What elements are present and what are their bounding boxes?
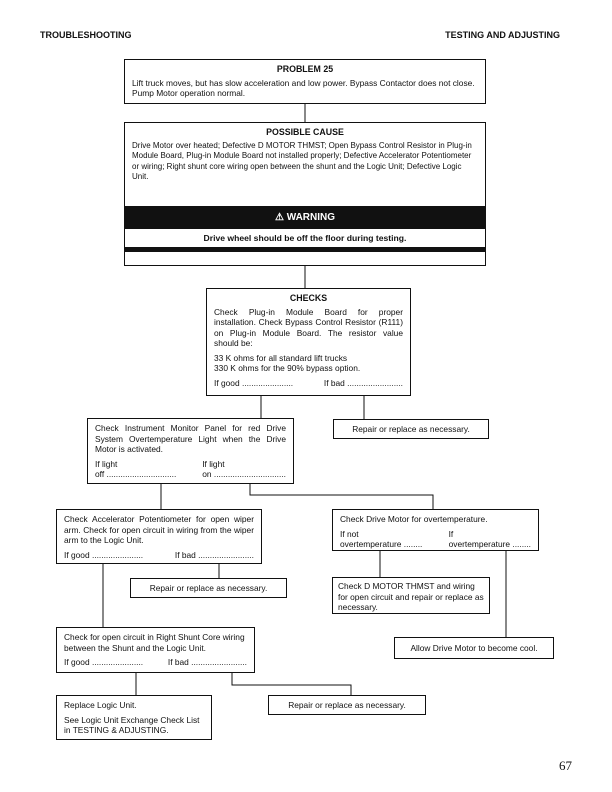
- warning-banner: ⚠ WARNING: [125, 206, 485, 229]
- accel-if-bad: If bad ........................: [174, 549, 254, 560]
- problem-title: PROBLEM 25: [276, 64, 334, 74]
- if-light-off-1: If light: [95, 458, 118, 469]
- warning-label: WARNING: [286, 212, 336, 223]
- problem-text: Lift truck moves, but has slow accelerat…: [132, 77, 475, 99]
- header-right: TESTING AND ADJUSTING: [445, 30, 560, 40]
- replace-line-1: Replace Logic Unit.: [64, 700, 137, 710]
- warning-text: Drive wheel should be off the floor duri…: [203, 233, 407, 243]
- instrument-panel-box: Check Instrument Monitor Panel for red D…: [87, 418, 294, 484]
- if-light-off-2: off ..............................: [95, 469, 177, 479]
- if-not-over-2: overtemperature ........: [340, 539, 423, 549]
- if-light-on-2: on ...............................: [202, 469, 286, 479]
- checks-if-good: If good ......................: [214, 377, 294, 388]
- drive-motor-text: Check Drive Motor for overtemperature.: [340, 514, 488, 524]
- warning-bottom-bar: [125, 247, 485, 252]
- if-not-over-1: If not: [340, 528, 359, 539]
- if-over-2: overtemperature ........: [448, 539, 531, 549]
- checks-value-2: 330 K ohms for the 90% bypass option.: [214, 363, 361, 373]
- checks-title: CHECKS: [289, 293, 328, 303]
- cause-text: Drive Motor over heated; Defective D MOT…: [132, 140, 472, 182]
- cause-title: POSSIBLE CAUSE: [266, 127, 344, 137]
- shunt-if-bad: If bad ........................: [167, 657, 247, 667]
- header-left: TROUBLESHOOTING: [40, 30, 132, 40]
- accel-if-good: If good ......................: [64, 549, 144, 560]
- repair-box-2: Repair or replace as necessary.: [130, 578, 287, 598]
- instrument-text: Check Instrument Monitor Panel for red D…: [95, 423, 286, 454]
- thmst-box: Check D MOTOR THMST and wiring for open …: [332, 577, 490, 614]
- accelerator-box: Check Accelerator Potentiometer for open…: [56, 509, 262, 564]
- drive-motor-box: Check Drive Motor for overtemperature. I…: [332, 509, 539, 551]
- page-number: 67: [559, 758, 572, 773]
- repair-box-3: Repair or replace as necessary.: [268, 695, 426, 715]
- connector: [249, 484, 434, 509]
- shunt-if-good: If good ......................: [64, 657, 144, 667]
- repair-box-1: Repair or replace as necessary.: [333, 419, 489, 439]
- allow-cool-box: Allow Drive Motor to become cool.: [394, 637, 554, 659]
- warning-triangle-icon: ⚠: [274, 212, 284, 223]
- checks-text: Check Plug-in Module Board for proper in…: [214, 306, 403, 349]
- replace-line-2: See Logic Unit Exchange Check List in TE…: [64, 714, 200, 736]
- accelerator-text: Check Accelerator Potentiometer for open…: [64, 514, 254, 545]
- replace-logic-box: Replace Logic Unit. See Logic Unit Excha…: [56, 695, 212, 740]
- if-over-1: If: [448, 528, 454, 539]
- connector: [231, 673, 352, 695]
- shunt-box: Check for open circuit in Right Shunt Co…: [56, 627, 255, 673]
- if-light-on-1: If light: [202, 458, 225, 469]
- checks-if-bad: If bad ........................: [323, 377, 403, 388]
- checks-box: CHECKS Check Plug-in Module Board for pr…: [206, 288, 411, 396]
- possible-cause-box: POSSIBLE CAUSE Drive Motor over heated; …: [124, 122, 486, 266]
- problem-box: PROBLEM 25 Lift truck moves, but has slo…: [124, 59, 486, 104]
- shunt-text: Check for open circuit in Right Shunt Co…: [64, 632, 245, 653]
- checks-value-1: 33 K ohms for all standard lift trucks: [214, 352, 348, 363]
